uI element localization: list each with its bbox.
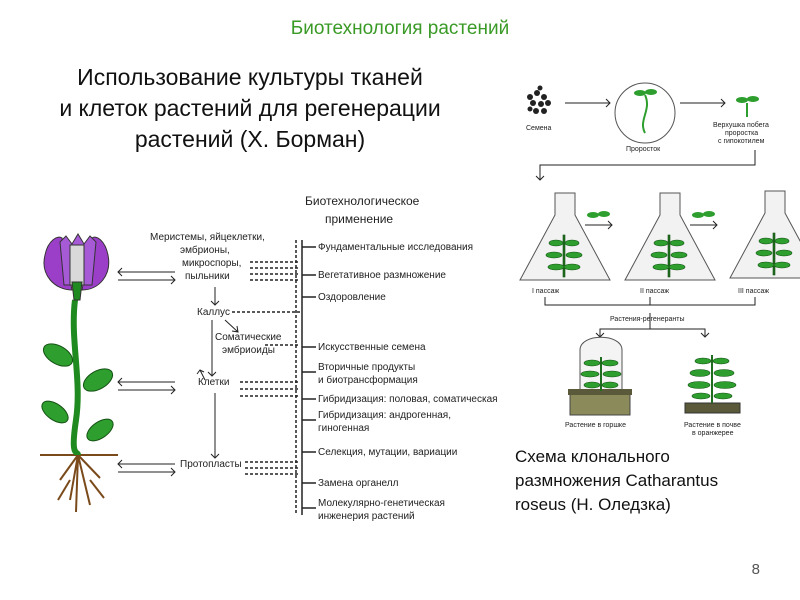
source-line-1: Меристемы, яйцеклетки, [150, 232, 265, 243]
arrow-right [680, 98, 726, 108]
flower [43, 233, 110, 301]
stage-flow-arrows [196, 287, 239, 459]
plant-to-source-arrows [117, 267, 176, 477]
petri-dish [614, 82, 676, 144]
transfer-shoots [587, 211, 715, 218]
clonal-propagation-diagram: Семена Проросток Верхушка побега пророст… [519, 82, 800, 437]
source-line-4: пыльники [185, 271, 230, 282]
pot-plant-label: Растение в горшке [565, 422, 626, 429]
plant-illustration [40, 233, 118, 513]
shoot-leaf [747, 96, 759, 102]
flask-arrows [585, 220, 718, 230]
application-brackets [301, 240, 316, 515]
leaf [42, 343, 74, 367]
sprout-stem [642, 94, 648, 134]
source-line-2: эмбрионы, [180, 244, 230, 256]
source-line-3: микроспоры, [182, 258, 241, 269]
application-item: Гибридизация: половая, соматическая [318, 393, 498, 405]
culture-flasks [519, 190, 800, 281]
application-item: Селекция, мутации, вариации [318, 447, 457, 458]
stage-somatic-2: эмбриоиды [222, 344, 275, 356]
caption-line-1: Схема клонального [515, 447, 670, 466]
regenerants-label: Растения-регенеранты [610, 316, 684, 323]
slide-header: Биотехнология растений [290, 18, 510, 39]
main-title-line-1: Использование культуры тканей [77, 64, 423, 90]
application-item: Гибридизация: андрогенная, [318, 409, 451, 421]
application-item: инженерия растений [318, 511, 415, 522]
application-item: гиногенная [318, 423, 369, 434]
clonal-caption: Схема клонального размножения Catharantu… [515, 445, 800, 517]
stage-somatic-1: Соматические [215, 332, 282, 343]
greenhouse-plant [684, 355, 741, 414]
leaf [82, 368, 114, 392]
caption-line-3: roseus (Н. Оледзка) [515, 495, 671, 514]
leaf [41, 400, 69, 424]
seeds-label: Семена [526, 125, 552, 132]
seeds-icon [527, 85, 551, 114]
caption-line-2: размножения Catharantus [515, 471, 719, 490]
applications-list: Фундаментальные исследования Вегетативно… [318, 242, 498, 522]
connector-arrow [535, 150, 756, 181]
sprout-leaf [634, 90, 646, 96]
shoot-label-2: проростка [725, 130, 758, 137]
application-item: Фундаментальные исследования [318, 242, 473, 253]
passage-label: I пассаж [532, 288, 559, 295]
application-item: Вторичные продукты [318, 362, 415, 373]
arrow-right [565, 98, 611, 108]
application-item: Искусственные семена [318, 342, 426, 353]
passage-label: III пассаж [738, 288, 769, 295]
main-title: Использование культуры тканей и клеток р… [10, 62, 490, 155]
shoot-leaf [736, 97, 748, 103]
plant-roots [57, 454, 105, 513]
sprout-leaf [645, 89, 657, 95]
main-title-line-3: растений (Х. Борман) [134, 126, 366, 152]
sprout-label: Проросток [626, 146, 661, 153]
greenhouse-label-2: в оранжерее [692, 430, 734, 437]
passage-label: II пассаж [640, 288, 669, 295]
stage-callus: Каллус [197, 307, 230, 318]
plant-stem [70, 299, 81, 457]
application-item: и биотрансформация [318, 374, 418, 386]
biotech-header-line-1: Биотехнологическое [305, 194, 420, 208]
dashed-connectors [232, 240, 300, 515]
application-item: Оздоровление [318, 292, 386, 303]
application-item: Замена органелл [318, 478, 399, 489]
stage-cells: Клетки [198, 377, 229, 388]
shoot-label-1: Верхушка побега [713, 121, 769, 129]
application-item: Вегетативное размножение [318, 270, 446, 281]
greenhouse-label-1: Растение в почве [684, 422, 741, 429]
biotech-header-line-2: применение [325, 212, 393, 226]
page-number: 8 [751, 561, 760, 578]
application-item: Молекулярно-генетическая [318, 498, 445, 509]
pot-plant [568, 336, 632, 416]
main-title-line-2: и клеток растений для регенерации [59, 95, 441, 121]
stage-protoplasts: Протопласты [180, 459, 242, 470]
leaf [86, 418, 114, 442]
shoot-label-3: с гипокотилем [718, 138, 765, 145]
